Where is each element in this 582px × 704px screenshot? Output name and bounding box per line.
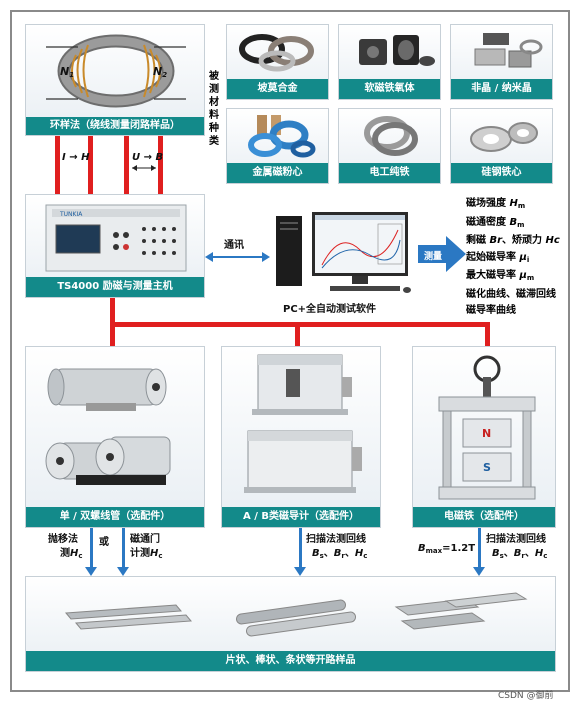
open-samples-panel: 片状、棒状、条状等开路样品 [25, 576, 556, 672]
arrow-electromagnet [473, 528, 485, 576]
material-label: 坡莫合金 [227, 79, 328, 99]
material-label: 非晶 / 纳米晶 [451, 79, 552, 99]
n2-label: N2 [153, 65, 168, 79]
material-label: 硅钢铁心 [451, 163, 552, 183]
solenoid-image [45, 368, 171, 485]
bmax-note: Bmax=1.2T [418, 543, 476, 555]
powder-cores-image [248, 115, 316, 158]
electromagnet-panel: N S 电磁铁（选配件） [412, 346, 556, 528]
ts4000-host-panel: TUNKIA TS4000 励磁与测量主机 [25, 194, 205, 298]
material-label: 电工纯铁 [339, 163, 440, 183]
permeameter-panel: A / B类磁导计（选配件） [221, 346, 381, 528]
north-pole-label: N [482, 427, 492, 440]
fluxgate-note: 磁通门 计测Hc [130, 534, 163, 560]
param-item: 最大磁导率 μm [466, 270, 535, 282]
param-item: 磁导率曲线 [466, 305, 516, 316]
permalloy-rings-image [239, 34, 314, 72]
ring-sample-panel: N1 N2 环样法（绕线测量闭路样品） [25, 24, 205, 136]
watermark: CSDN @御前 [498, 691, 554, 701]
south-pole-label: S [483, 461, 491, 474]
measured-parameters-list: 磁场强度 Hm 磁通密度 Bm 剩磁 Br、矫顽力 Hc 起始磁导率 μi 最大… [466, 196, 560, 320]
silicon-steel-cores-image [470, 122, 538, 152]
electromagnet-scan-note: 扫描法测回线 Bs、Br、Hc [486, 534, 548, 560]
material-tile-pure-iron: 电工纯铁 [338, 108, 441, 184]
material-tile-soft-ferrite: 软磁铁氧体 [338, 24, 441, 100]
toroid-icon [46, 34, 186, 108]
solenoid-caption: 单 / 双螺线管（选配件） [26, 507, 204, 527]
permeameter-caption: A / B类磁导计（选配件） [222, 507, 380, 527]
arrow-pull-method [85, 528, 97, 576]
param-item: 磁化曲线、磁滞回线 [466, 288, 556, 300]
open-samples-caption: 片状、棒状、条状等开路样品 [26, 651, 555, 671]
tested-material-types-label: 被测材 料种类 [209, 71, 219, 147]
material-tile-permalloy: 坡莫合金 [226, 24, 329, 100]
or-label: 或 [99, 537, 109, 548]
arrow-fluxgate [117, 528, 129, 576]
pure-iron-rings-image [364, 116, 418, 156]
n1-label: N1 [60, 65, 75, 79]
comm-double-arrow-icon [205, 252, 270, 262]
permeameter-image [244, 354, 362, 493]
param-item: 磁场强度 Hm [466, 198, 526, 210]
amorphous-cores-image [474, 33, 543, 68]
u-to-b-label: U → B [132, 152, 164, 163]
comm-label: 通讯 [224, 240, 244, 251]
pull-method-note: 抛移法 测Hc [48, 534, 83, 560]
host-brand-text: TUNKIA [59, 211, 83, 218]
double-arrow-icon [132, 165, 156, 171]
solenoid-panel: 单 / 双螺线管（选配件） [25, 346, 205, 528]
ferrite-cores-image [359, 35, 435, 66]
pc-caption: PC+全自动测试软件 [283, 304, 377, 315]
host-instrument-image: TUNKIA [45, 204, 187, 272]
material-label: 软磁铁氧体 [339, 79, 440, 99]
arrow-permeameter [294, 528, 306, 576]
pc-computer-image [276, 212, 411, 293]
material-tile-metal-powder-core: 金属磁粉心 [226, 108, 329, 184]
material-label: 金属磁粉心 [227, 163, 328, 183]
permeameter-scan-note: 扫描法测回线 Bs、Br、Hc [306, 534, 368, 560]
measure-arrow-icon [418, 236, 466, 272]
i-to-h-label: I → H [62, 152, 90, 163]
param-item: 磁通密度 Bm [466, 216, 525, 229]
electromagnet-caption: 电磁铁（选配件） [413, 507, 555, 527]
electromagnet-image [438, 355, 536, 500]
host-caption: TS4000 励磁与测量主机 [26, 277, 204, 297]
material-tile-amorphous: 非晶 / 纳米晶 [450, 24, 553, 100]
material-tile-silicon-steel: 硅钢铁心 [450, 108, 553, 184]
measure-label: 测量 [424, 252, 443, 262]
ring-sample-caption: 环样法（绕线测量闭路样品） [26, 117, 204, 135]
param-item: 剩磁 Br、矫顽力 Hc [466, 235, 560, 246]
open-samples-image [64, 592, 528, 637]
param-item: 起始磁导率 μi [466, 251, 530, 264]
